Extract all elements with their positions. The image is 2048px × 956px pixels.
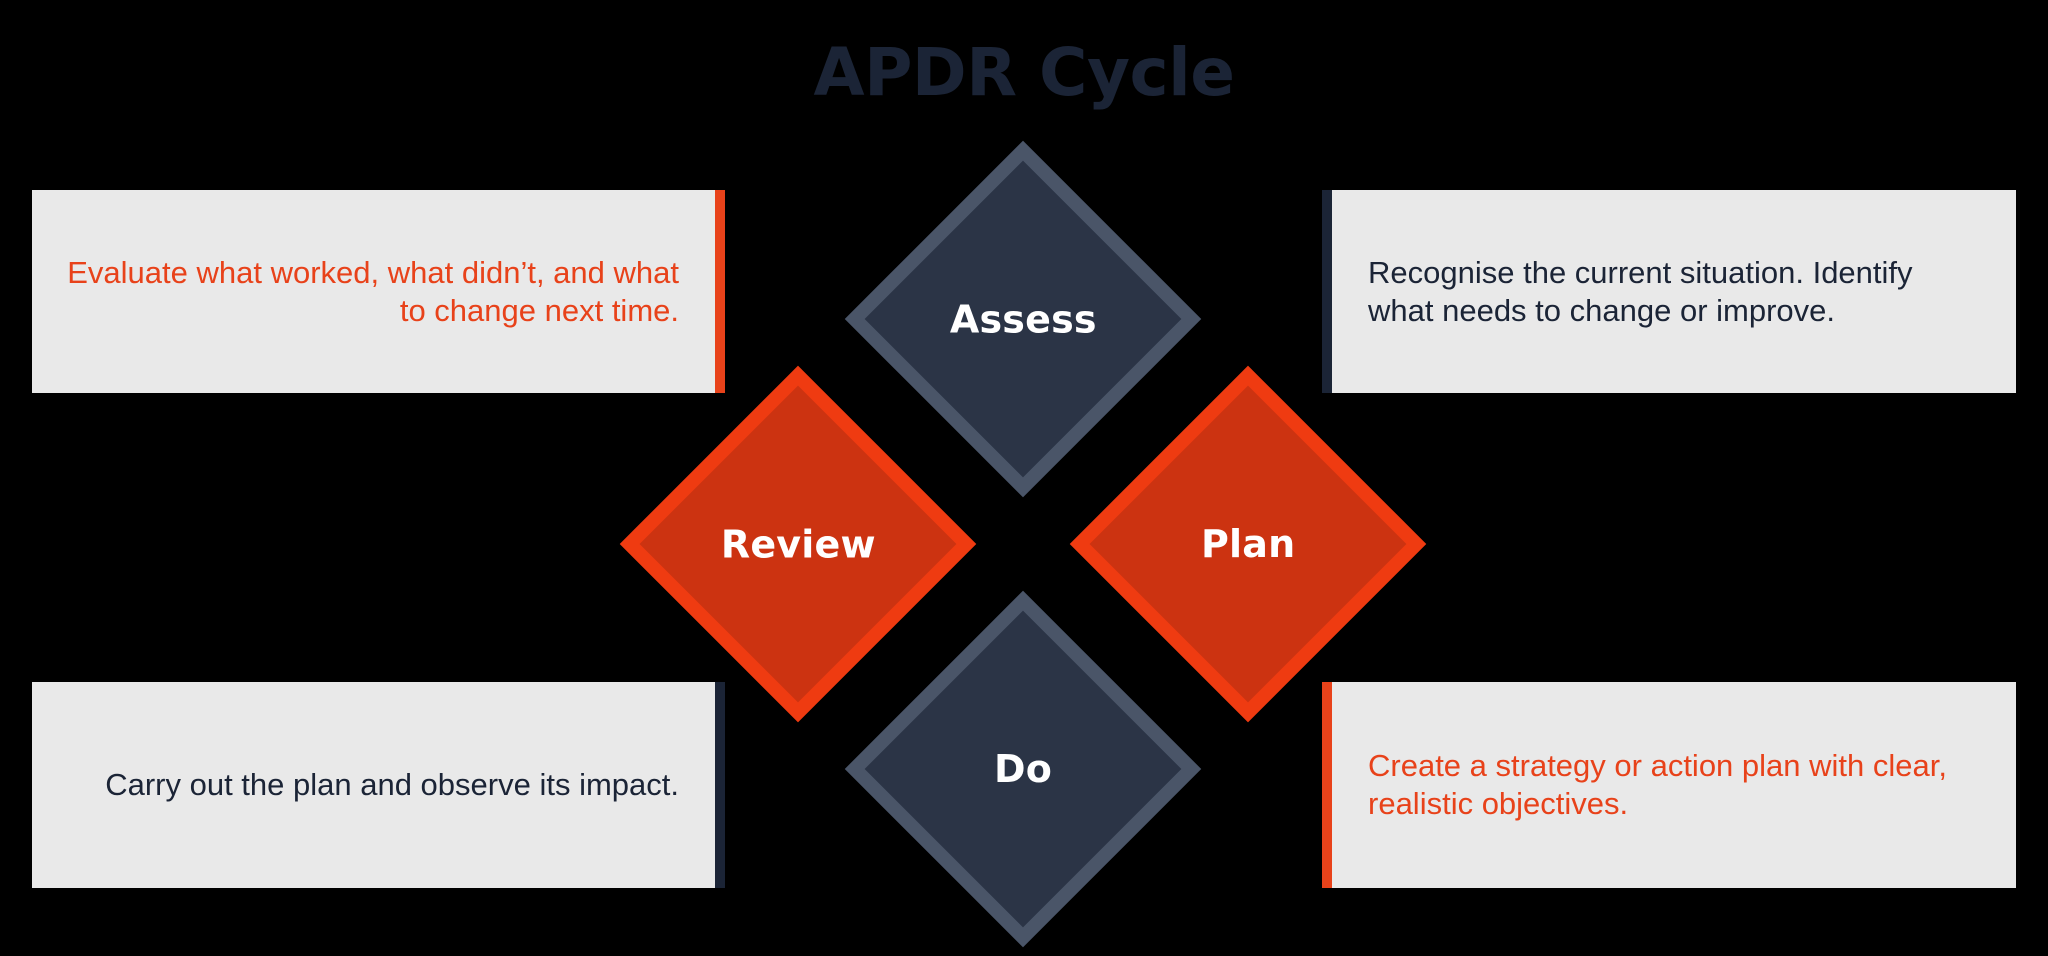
diamond-plan[interactable]: Plan — [1069, 365, 1427, 723]
diamond-assess-label: Assess — [949, 296, 1097, 341]
diamond-review-label: Review — [720, 521, 876, 566]
diamond-assess[interactable]: Assess — [844, 140, 1202, 498]
callout-plan-text: Create a strategy or action plan with cl… — [1368, 748, 1947, 821]
callout-review-accent-bar — [715, 190, 725, 393]
callout-do: Carry out the plan and observe its impac… — [32, 682, 725, 888]
diamond-plan-label: Plan — [1200, 522, 1296, 566]
page-title: APDR Cycle — [813, 34, 1235, 111]
callout-review: Evaluate what worked, what didn’t, and w… — [32, 190, 725, 393]
callout-assess: Recognise the current situation. Identif… — [1322, 190, 2016, 393]
callout-do-accent-bar — [715, 682, 725, 888]
apdr-cycle-diagram: Assess Plan Do Review — [619, 140, 1427, 948]
callout-do-text: Carry out the plan and observe its impac… — [105, 767, 679, 803]
diamond-do-label: Do — [993, 747, 1053, 791]
callout-review-text: Evaluate what worked, what didn’t, and w… — [67, 254, 679, 328]
diamond-do[interactable]: Do — [844, 590, 1202, 948]
callout-plan-accent-bar — [1322, 682, 1332, 888]
callout-assess-text: Recognise the current situation. Identif… — [1368, 254, 1913, 328]
diamond-review[interactable]: Review — [619, 365, 977, 723]
callout-assess-accent-bar — [1322, 190, 1332, 393]
callout-plan: Create a strategy or action plan with cl… — [1322, 682, 2016, 888]
